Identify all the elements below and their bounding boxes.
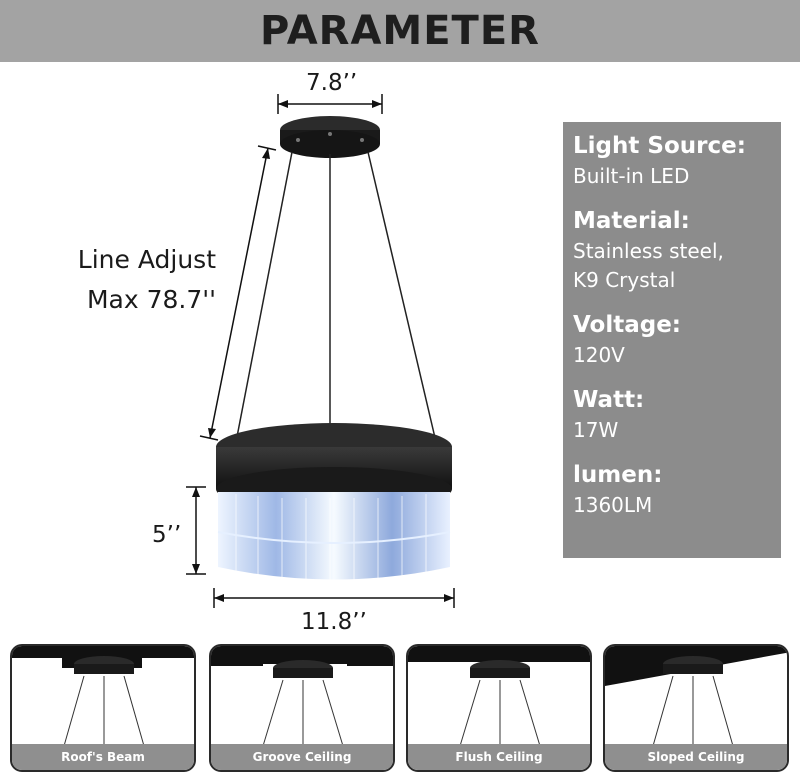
- canopy-width-label: 7.8’’: [306, 70, 358, 96]
- flush-ceiling-illustration: [408, 646, 590, 747]
- spec-label: Material:: [573, 208, 690, 234]
- line-adjust-line-1: Line Adjust: [77, 245, 216, 274]
- spec-label: Light Source:: [573, 133, 746, 159]
- page-title: PARAMETER: [260, 8, 540, 54]
- spec-label: lumen:: [573, 462, 663, 488]
- scene-groove-ceiling: Groove Ceiling: [209, 644, 395, 772]
- scene-roofs-beam: Roof's Beam: [10, 644, 196, 772]
- sloped-ceiling-illustration: [605, 646, 787, 747]
- spec-light-source: Light Source: Built-in LED: [573, 130, 771, 191]
- header-banner: PARAMETER: [0, 0, 800, 62]
- chandelier-illustration: [186, 94, 455, 608]
- spec-value: K9 Crystal: [573, 268, 676, 292]
- spec-value: Built-in LED: [573, 164, 690, 188]
- height-label: 5’’: [152, 522, 182, 548]
- spec-voltage: Voltage: 120V: [573, 309, 771, 370]
- spec-watt: Watt: 17W: [573, 384, 771, 445]
- spec-value: 120V: [573, 343, 625, 367]
- groove-ceiling-illustration: [211, 646, 393, 747]
- line-adjust-line-2: Max 78.7'': [86, 285, 216, 314]
- spec-value: 1360LM: [573, 493, 653, 517]
- spec-panel: Light Source: Built-in LED Material: Sta…: [563, 122, 781, 558]
- scene-caption: Flush Ceiling: [408, 744, 590, 770]
- scene-caption: Sloped Ceiling: [605, 744, 787, 770]
- scene-caption: Roof's Beam: [12, 744, 194, 770]
- installation-scenes: Roof's Beam Groove Ceiling Flush Ceiling: [0, 644, 800, 774]
- spec-lumen: lumen: 1360LM: [573, 459, 771, 520]
- scene-caption: Groove Ceiling: [211, 744, 393, 770]
- spec-value: 17W: [573, 418, 619, 442]
- scene-flush-ceiling: Flush Ceiling: [406, 644, 592, 772]
- spec-label: Watt:: [573, 387, 645, 413]
- roofs-beam-illustration: [12, 646, 194, 747]
- diameter-label: 11.8’’: [301, 609, 367, 635]
- spec-material: Material: Stainless steel, K9 Crystal: [573, 205, 771, 295]
- line-adjust-label: Line Adjust Max 78.7'': [40, 240, 216, 320]
- scene-sloped-ceiling: Sloped Ceiling: [603, 644, 789, 772]
- spec-label: Voltage:: [573, 312, 682, 338]
- spec-value: Stainless steel,: [573, 239, 724, 263]
